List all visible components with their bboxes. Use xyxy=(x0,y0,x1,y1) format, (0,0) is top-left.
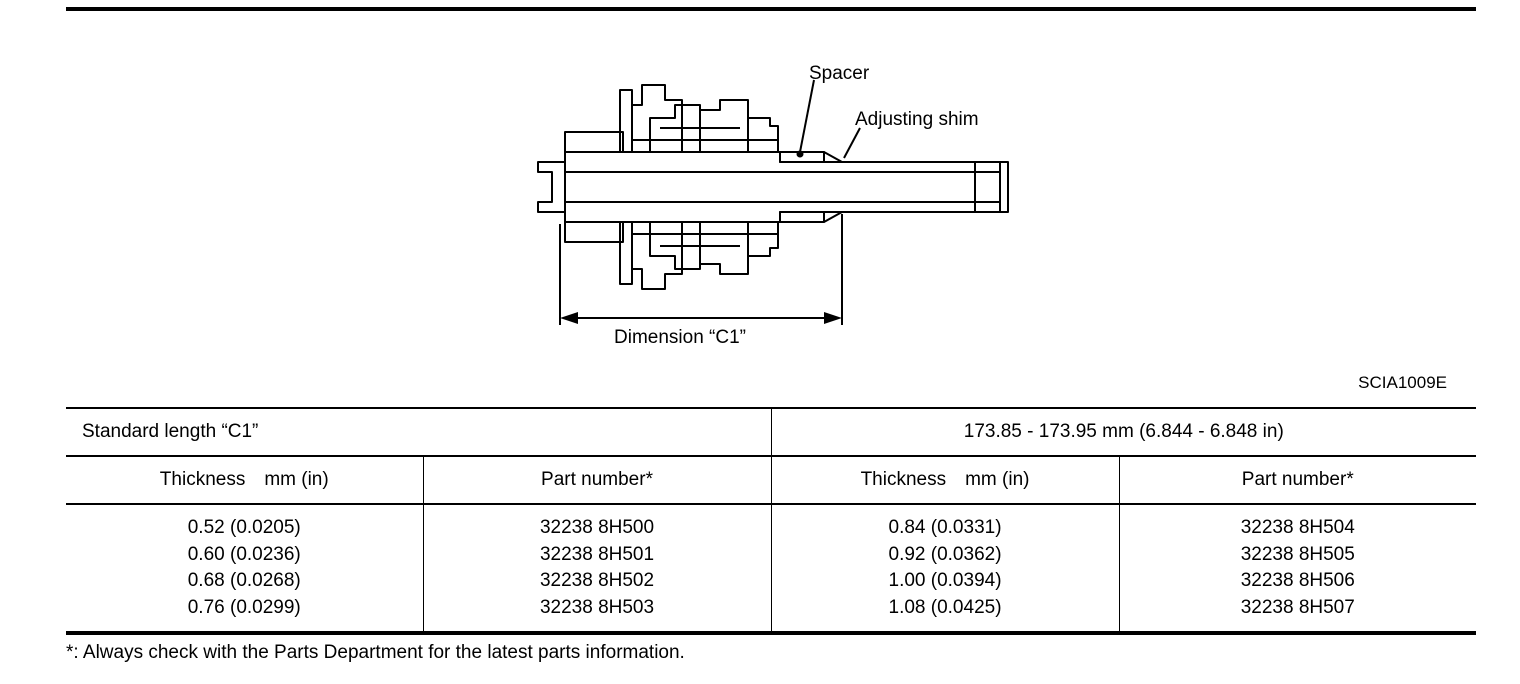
standard-length-value: 173.85 - 173.95 mm (6.844 - 6.848 in) xyxy=(770,407,1477,457)
thickness-column-right: 0.84 (0.0331) 0.92 (0.0362) 1.00 (0.0394… xyxy=(770,504,1120,635)
top-rule xyxy=(66,7,1476,11)
header-part-number-right: Part number* xyxy=(1118,456,1477,505)
table-cell: 0.84 (0.0331) xyxy=(888,517,1002,538)
thickness-column-left: 0.52 (0.0205) 0.60 (0.0236) 0.68 (0.0268… xyxy=(66,504,423,635)
standard-length-label: Standard length “C1” xyxy=(66,407,772,457)
table-cell: 0.52 (0.0205) xyxy=(187,517,301,538)
table-cell: 32238 8H506 xyxy=(1240,570,1355,591)
figure-id: SCIA1009E xyxy=(1358,373,1447,392)
header-row: Thickness mm (in) Part number* Thickness… xyxy=(66,456,1477,505)
shaft-diagram: Spacer Adjusting shim Dimension “C1” SCI… xyxy=(537,63,1447,392)
table-cell: 1.08 (0.0425) xyxy=(888,596,1002,618)
table-cell: 0.76 (0.0299) xyxy=(187,596,301,618)
standard-length-row: Standard length “C1” 173.85 - 173.95 mm … xyxy=(66,407,1477,457)
table-cell: 0.92 (0.0362) xyxy=(888,543,1002,565)
table-cell: 32238 8H504 xyxy=(1240,517,1355,538)
table-cell: 32238 8H505 xyxy=(1240,543,1355,565)
footnote: *: Always check with the Parts Departmen… xyxy=(66,642,685,663)
header-part-number-left: Part number* xyxy=(422,456,772,505)
data-row: 0.52 (0.0205) 0.60 (0.0236) 0.68 (0.0268… xyxy=(66,504,1477,635)
header-thickness-left: Thickness mm (in) xyxy=(66,456,423,505)
part-number-column-right: 32238 8H504 32238 8H505 32238 8H506 3223… xyxy=(1118,504,1477,635)
label-dimension-c1: Dimension “C1” xyxy=(614,327,746,348)
header-thickness-right: Thickness mm (in) xyxy=(770,456,1120,505)
table-cell: 0.60 (0.0236) xyxy=(187,543,301,565)
table-cell: 32238 8H500 xyxy=(539,517,655,538)
shaft-drawing xyxy=(537,79,1009,325)
table-cell: 32238 8H501 xyxy=(539,543,655,565)
part-number-column-left: 32238 8H500 32238 8H501 32238 8H502 3223… xyxy=(422,504,772,635)
table-cell: 0.68 (0.0268) xyxy=(187,570,301,591)
table-cell: 32238 8H502 xyxy=(539,570,655,591)
table-cell: 32238 8H503 xyxy=(539,596,655,618)
label-spacer: Spacer xyxy=(809,63,870,84)
table-cell: 32238 8H507 xyxy=(1240,596,1355,618)
label-adjusting-shim: Adjusting shim xyxy=(855,109,979,130)
shim-spec-table: Standard length “C1” 173.85 - 173.95 mm … xyxy=(66,407,1477,635)
table-cell: 1.00 (0.0394) xyxy=(888,570,1002,591)
